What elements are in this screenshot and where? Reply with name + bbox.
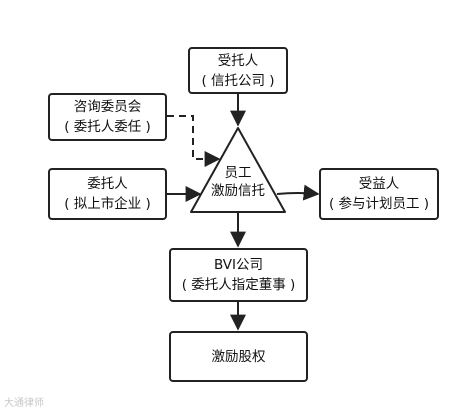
trustee-title: 受托人 xyxy=(217,52,259,69)
incentive-equity-box: 激励股权 xyxy=(169,331,308,382)
trust-label: 员工 激励信托 xyxy=(198,164,278,200)
dashed-arrow-advisory-to-trust xyxy=(167,115,221,167)
settlor-box: 委托人 ( 拟上市企业 ) xyxy=(48,168,167,220)
trustee-box: 受托人 ( 信托公司 ) xyxy=(188,47,288,94)
trust-label-line2: 激励信托 xyxy=(211,183,265,199)
advisory-committee-box: 咨询委员会 ( 委托人委任 ) xyxy=(48,93,167,141)
beneficiary-subtitle: ( 参与计划员工 ) xyxy=(328,196,430,212)
beneficiary-title: 受益人 xyxy=(358,176,400,192)
advisory-committee-title: 咨询委员会 xyxy=(73,99,142,115)
incentive-equity-label: 激励股权 xyxy=(211,348,266,365)
trust-label-line1: 员工 xyxy=(224,165,252,181)
bvi-company-box: BVI公司 ( 委托人指定董事 ) xyxy=(169,248,308,302)
arrow-trust-to-beneficiary xyxy=(276,184,320,201)
bvi-company-title: BVI公司 xyxy=(213,257,264,273)
advisory-committee-subtitle: ( 委托人委任 ) xyxy=(64,119,151,135)
bvi-company-subtitle: ( 委托人指定董事 ) xyxy=(181,277,296,293)
settlor-title: 委托人 xyxy=(87,176,128,192)
beneficiary-box: 受益人 ( 参与计划员工 ) xyxy=(319,168,439,220)
trustee-subtitle: ( 信托公司 ) xyxy=(201,72,275,89)
watermark: 大通律师 xyxy=(4,398,44,409)
settlor-subtitle: ( 拟上市企业 ) xyxy=(64,196,151,212)
